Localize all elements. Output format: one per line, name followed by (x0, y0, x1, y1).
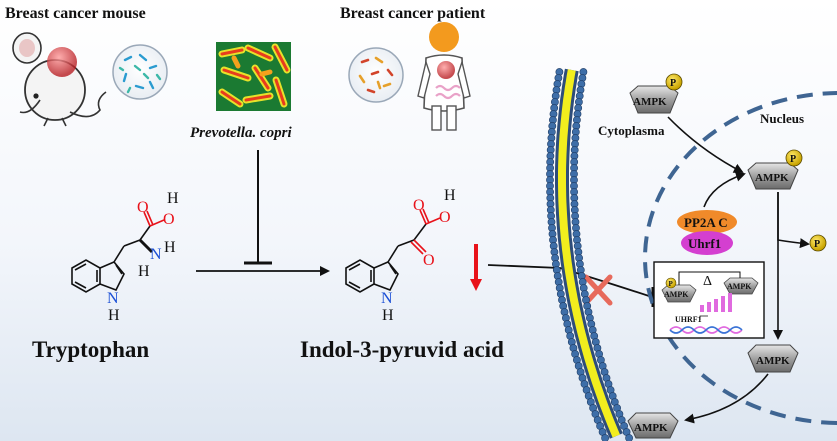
ampk-cytoplasm-phospho: P (670, 78, 676, 89)
tryptophan-atom-o: O (137, 199, 149, 216)
gene-box-uhrf1: UHRF1 (675, 315, 702, 324)
label-prevotella-copri: Prevotella. copri (190, 125, 292, 141)
tryptophan-atom-nh-h: H (164, 239, 176, 256)
prevotella-copri-micrograph (216, 42, 291, 111)
released-phosphate-icon (809, 234, 827, 252)
ipa-ring-h: H (382, 307, 394, 324)
tryptophan-atom-oh-o: O (163, 211, 175, 228)
blocked-x-icon (583, 274, 613, 306)
gene-box-ampk-left-phospho: P (669, 280, 674, 288)
ampk-cytoplasm: AMPK P (629, 73, 683, 114)
tryptophan-atom-oh-h: H (167, 190, 179, 207)
ampk-nucleus-bottom: AMPK (747, 344, 799, 373)
label-uhrf1: Uhrf1 (688, 236, 721, 251)
microbiota-dish-mouse-icon (112, 44, 168, 100)
microbiota-dish-patient-icon (348, 47, 404, 103)
pp2a-to-ampk-arrow (703, 171, 746, 208)
ampk-nucleus-top: AMPK P (747, 149, 803, 190)
label-pp2a-c: PP2A C (684, 215, 728, 230)
ampk-exported: AMPK (627, 412, 679, 439)
uhrf1-gene-box: AMPK P AMPK Δ UHRF1 (653, 261, 765, 339)
patient-icon (417, 22, 471, 131)
ampk-nucleus-top-label: AMPK (755, 172, 789, 184)
gene-box-ampk-left-label: AMPK (664, 290, 689, 299)
ampk-export-arrow (684, 373, 769, 424)
pp2a-c-blob (677, 210, 737, 234)
gene-box-delta: Δ (703, 274, 712, 289)
label-breast-cancer-patient: Breast cancer patient (340, 5, 486, 22)
nucleus-boundary (643, 91, 837, 425)
indole-3-pyruvic-acid-structure (345, 208, 441, 293)
ampk-import-arrow (667, 116, 744, 173)
cell-membrane (546, 68, 633, 441)
tryptophan-ring-h: H (108, 307, 120, 324)
ampk-nucleus-top-phospho: P (790, 154, 796, 165)
mouse-icon (12, 32, 107, 127)
ipa-ring-n: N (381, 290, 393, 307)
label-tryptophan: Tryptophan (32, 337, 149, 362)
tryptophan-structure (71, 210, 165, 293)
tryptophan-atom-n: N (150, 246, 162, 263)
released-phosphate-label: P (814, 239, 820, 250)
gene-box-ampk-right-label: AMPK (727, 282, 752, 291)
tryptophan-ring-n: N (107, 290, 119, 307)
ipa-atom-oh-o: O (439, 209, 451, 226)
label-breast-cancer-mouse: Breast cancer mouse (5, 5, 146, 22)
ipa-atom-o-top: O (413, 197, 425, 214)
ampk-nucleus-bottom-label: AMPK (756, 355, 790, 367)
ipa-atom-o-keto: O (423, 252, 435, 269)
label-cytoplasma: Cytoplasma (598, 123, 665, 138)
ampk-exported-label: AMPK (634, 422, 668, 434)
ipa-atom-oh-h: H (444, 187, 456, 204)
ipa-inhibition-line (487, 264, 653, 298)
dephospho-arrow (777, 192, 810, 249)
uhrf1-blob (681, 231, 733, 255)
tryptophan-atom-nh2-h: H (138, 263, 150, 280)
label-indol-3-pyruvid-acid: Indol-3-pyruvid acid (300, 337, 504, 362)
ampk-cytoplasm-label: AMPK (633, 96, 667, 108)
label-nucleus: Nucleus (760, 111, 804, 126)
